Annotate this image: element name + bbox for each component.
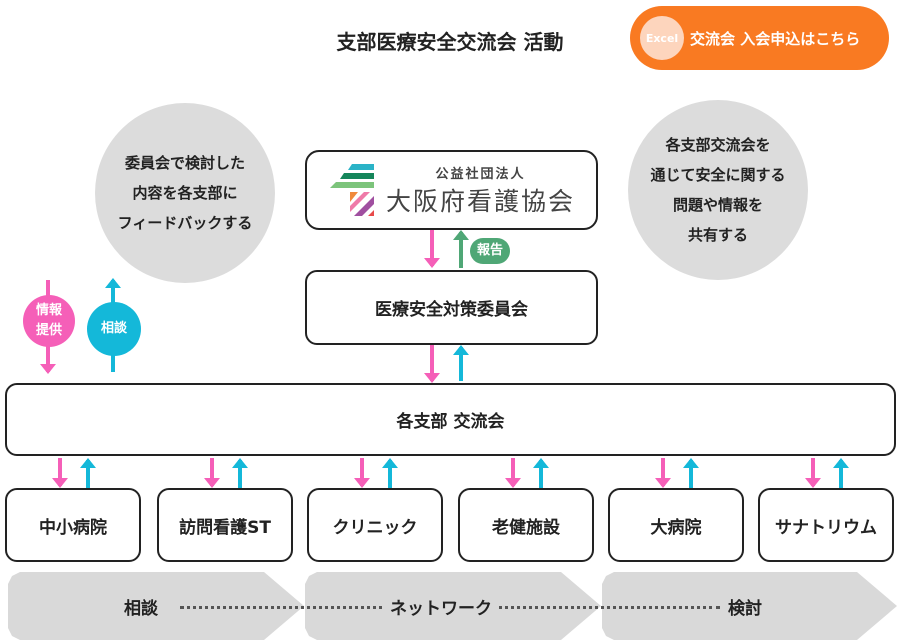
facility-box: 老健施設 xyxy=(458,488,594,562)
association-logo-icon xyxy=(329,164,374,216)
feedback-bubble: 委員会で検討した 内容を各支部に フィードバックする xyxy=(95,103,275,283)
flow-label-review: 検討 xyxy=(722,594,768,619)
up-arrow xyxy=(833,458,849,488)
sharing-bubble: 各支部交流会を 通じて安全に関する 問題や情報を 共有する xyxy=(628,100,808,280)
association-logo-box: 公益社団法人 大阪府看護協会 xyxy=(305,150,598,230)
down-arrow xyxy=(805,458,821,488)
down-arrow xyxy=(52,458,68,488)
consult-badge: 相談 xyxy=(87,302,141,356)
up-arrow xyxy=(80,458,96,488)
up-arrow xyxy=(533,458,549,488)
up-arrow xyxy=(453,230,469,268)
down-arrow xyxy=(424,345,440,383)
down-arrow xyxy=(655,458,671,488)
logo-name: 大阪府看護協会 xyxy=(385,186,575,216)
down-arrow xyxy=(505,458,521,488)
page-title: 支部医療安全交流会 活動 xyxy=(336,30,564,54)
up-arrow xyxy=(683,458,699,488)
flow-label-consult: 相談 xyxy=(118,594,164,619)
facility-box: 中小病院 xyxy=(5,488,141,562)
logo-subtitle: 公益社団法人 xyxy=(435,166,526,182)
branch-exchange-box: 各支部 交流会 xyxy=(5,383,896,456)
excel-application-button[interactable]: Excel 交流会 入会申込はこちら xyxy=(630,6,889,70)
excel-icon: Excel xyxy=(640,16,684,60)
up-arrow xyxy=(382,458,398,488)
excel-button-label: 交流会 入会申込はこちら xyxy=(690,29,861,48)
down-arrow xyxy=(204,458,220,488)
up-arrow xyxy=(232,458,248,488)
info-provision-badge: 情報 提供 xyxy=(23,295,75,347)
facility-box: 訪問看護ST xyxy=(157,488,293,562)
flow-label-network: ネットワーク xyxy=(384,594,498,619)
committee-box: 医療安全対策委員会 xyxy=(305,270,598,345)
report-badge: 報告 xyxy=(470,238,510,264)
down-arrow xyxy=(424,230,440,268)
up-arrow xyxy=(453,345,469,381)
facility-box: サナトリウム xyxy=(758,488,894,562)
facility-box: クリニック xyxy=(307,488,443,562)
down-arrow xyxy=(354,458,370,488)
facility-box: 大病院 xyxy=(608,488,744,562)
